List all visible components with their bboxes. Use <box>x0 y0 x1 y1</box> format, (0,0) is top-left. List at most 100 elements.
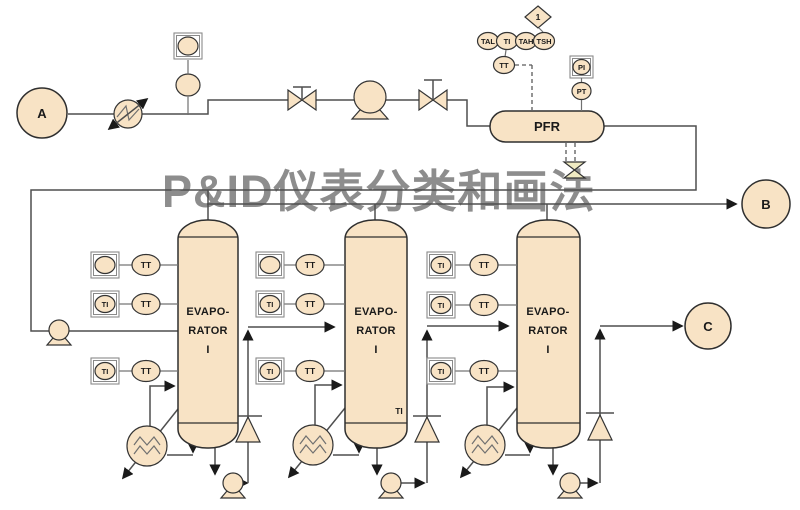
dest-node-b <box>741 179 791 229</box>
tt-label: TT <box>141 366 152 376</box>
local-circle-icon <box>259 294 281 314</box>
reboiler-exchanger-1 <box>126 425 168 467</box>
feed-pump-top-body <box>353 80 387 114</box>
reboiler-2-zigzag-icon <box>299 444 327 454</box>
interlock-number: 1 <box>536 12 541 22</box>
tt-label: TT <box>305 260 316 270</box>
pfr-area: PFR 1 TAL TI TAH TSH TT PI PT <box>476 5 605 179</box>
reboiler-1-zigzag-icon <box>133 436 161 446</box>
reboiler-1-zigzag-icon <box>133 445 161 455</box>
evaporator-2-instruments: TT TI TT TI TT <box>255 251 345 385</box>
gate-valve-2-left <box>418 88 435 112</box>
process-pipes <box>30 99 738 332</box>
riser1-triangle-valve <box>235 415 261 443</box>
feed-pump-top <box>350 80 390 120</box>
evaporator-2-label-2: RATOR <box>356 325 396 337</box>
local-square-2-2-inner <box>258 293 282 315</box>
dest-node-b-label: B <box>761 197 770 212</box>
local-circle-icon <box>259 255 281 275</box>
bottoms-pump-1 <box>219 472 247 499</box>
local-square-2-1-inner <box>258 254 282 276</box>
tt-label: TT <box>305 366 316 376</box>
dest-node-c-label: C <box>703 319 713 334</box>
panel-instrument-square-inner <box>176 35 200 57</box>
bottoms-pump-2-body <box>380 472 402 494</box>
pipe-reboiler3-return <box>486 381 515 425</box>
evaporator-2-shell <box>344 219 408 449</box>
local-square-3-2-inner <box>429 294 453 316</box>
tt-transmitter-bubble <box>492 55 516 75</box>
local-label: TI <box>267 300 274 309</box>
tt-label: TT <box>141 299 152 309</box>
alarm-label-tah: TAH <box>519 37 534 46</box>
dest-node-c <box>684 302 732 350</box>
reboiler-1-body <box>126 425 168 467</box>
local-square-3-3-inner <box>429 360 453 382</box>
local-label: TI <box>102 300 109 309</box>
tt-bubble <box>295 253 325 277</box>
evaporator-2-label-3: I <box>374 344 377 356</box>
pi-label: PI <box>578 63 585 72</box>
gate-valve-1-right <box>300 88 317 112</box>
tt-bubble <box>131 292 161 316</box>
local-label: TI <box>267 367 274 376</box>
feed-section: A <box>16 32 448 139</box>
tt-label: TT <box>479 260 490 270</box>
pipe-pfr-return <box>30 125 697 332</box>
field-instrument-circle-icon <box>175 73 201 97</box>
pipe-valve2-pfr <box>447 99 490 127</box>
gate-valve-1-left <box>287 88 304 112</box>
evaporator-3-label-1: EVAPO- <box>526 306 569 318</box>
local-label: TI <box>438 261 445 270</box>
watermark-title: P&ID仪表分类和画法 <box>162 166 596 217</box>
tt-bubble <box>469 293 499 317</box>
interlock-diamond <box>524 5 552 29</box>
panel-instrument-circle-icon <box>177 36 199 56</box>
reboiler-3-body <box>464 424 506 466</box>
evaporator-1-label-1: EVAPO- <box>186 306 229 318</box>
local-square-2-3-inner <box>258 360 282 382</box>
local-square-1-2-inner <box>93 293 117 315</box>
local-circle-icon <box>430 295 452 315</box>
evaporator-1-shell <box>177 219 239 449</box>
riser2-triangle-valve <box>414 415 440 443</box>
local-label: TI <box>438 367 445 376</box>
gate-valve-1 <box>287 86 317 112</box>
evaporator-column-2: EVAPO- RATOR I <box>344 219 408 449</box>
pipe-reboiler2-return <box>314 379 343 425</box>
bottoms-pump-3-body <box>559 472 581 494</box>
tt-label: TT <box>479 366 490 376</box>
source-node-a <box>16 87 68 139</box>
control-valve-upper <box>562 161 587 171</box>
local-square-1-3-inner <box>93 360 117 382</box>
tt-transmitter-label: TT <box>499 61 509 70</box>
tt-bubble <box>131 253 161 277</box>
tt-bubble <box>295 292 325 316</box>
tt-label: TT <box>479 300 490 310</box>
local-label: TI <box>438 301 445 310</box>
tt-bubble <box>295 359 325 383</box>
reboiler-exchanger-3 <box>464 424 506 466</box>
riser-valves <box>234 412 614 443</box>
bottoms-pump-2 <box>377 472 405 499</box>
pt-label: PT <box>577 87 587 96</box>
local-circle-icon <box>430 361 452 381</box>
local-square-1-1-inner <box>93 254 117 276</box>
local-circle-icon <box>94 361 116 381</box>
tt-connector <box>504 49 507 58</box>
evaporator-1-label-3: I <box>206 344 209 356</box>
evaporator-3-label-3: I <box>546 344 549 356</box>
tt-bubble <box>469 359 499 383</box>
pipe-to-valve1 <box>142 99 288 115</box>
tt-label: TT <box>305 299 316 309</box>
local-label: TI <box>102 367 109 376</box>
gate-valve-2-right <box>431 88 448 112</box>
local-circle-icon <box>94 294 116 314</box>
bottoms-pump-3 <box>556 472 584 499</box>
gate-valve-2 <box>418 79 448 112</box>
alarm-label-tsh: TSH <box>537 37 552 46</box>
local-circle-icon <box>259 361 281 381</box>
tt-bubble <box>469 253 499 277</box>
